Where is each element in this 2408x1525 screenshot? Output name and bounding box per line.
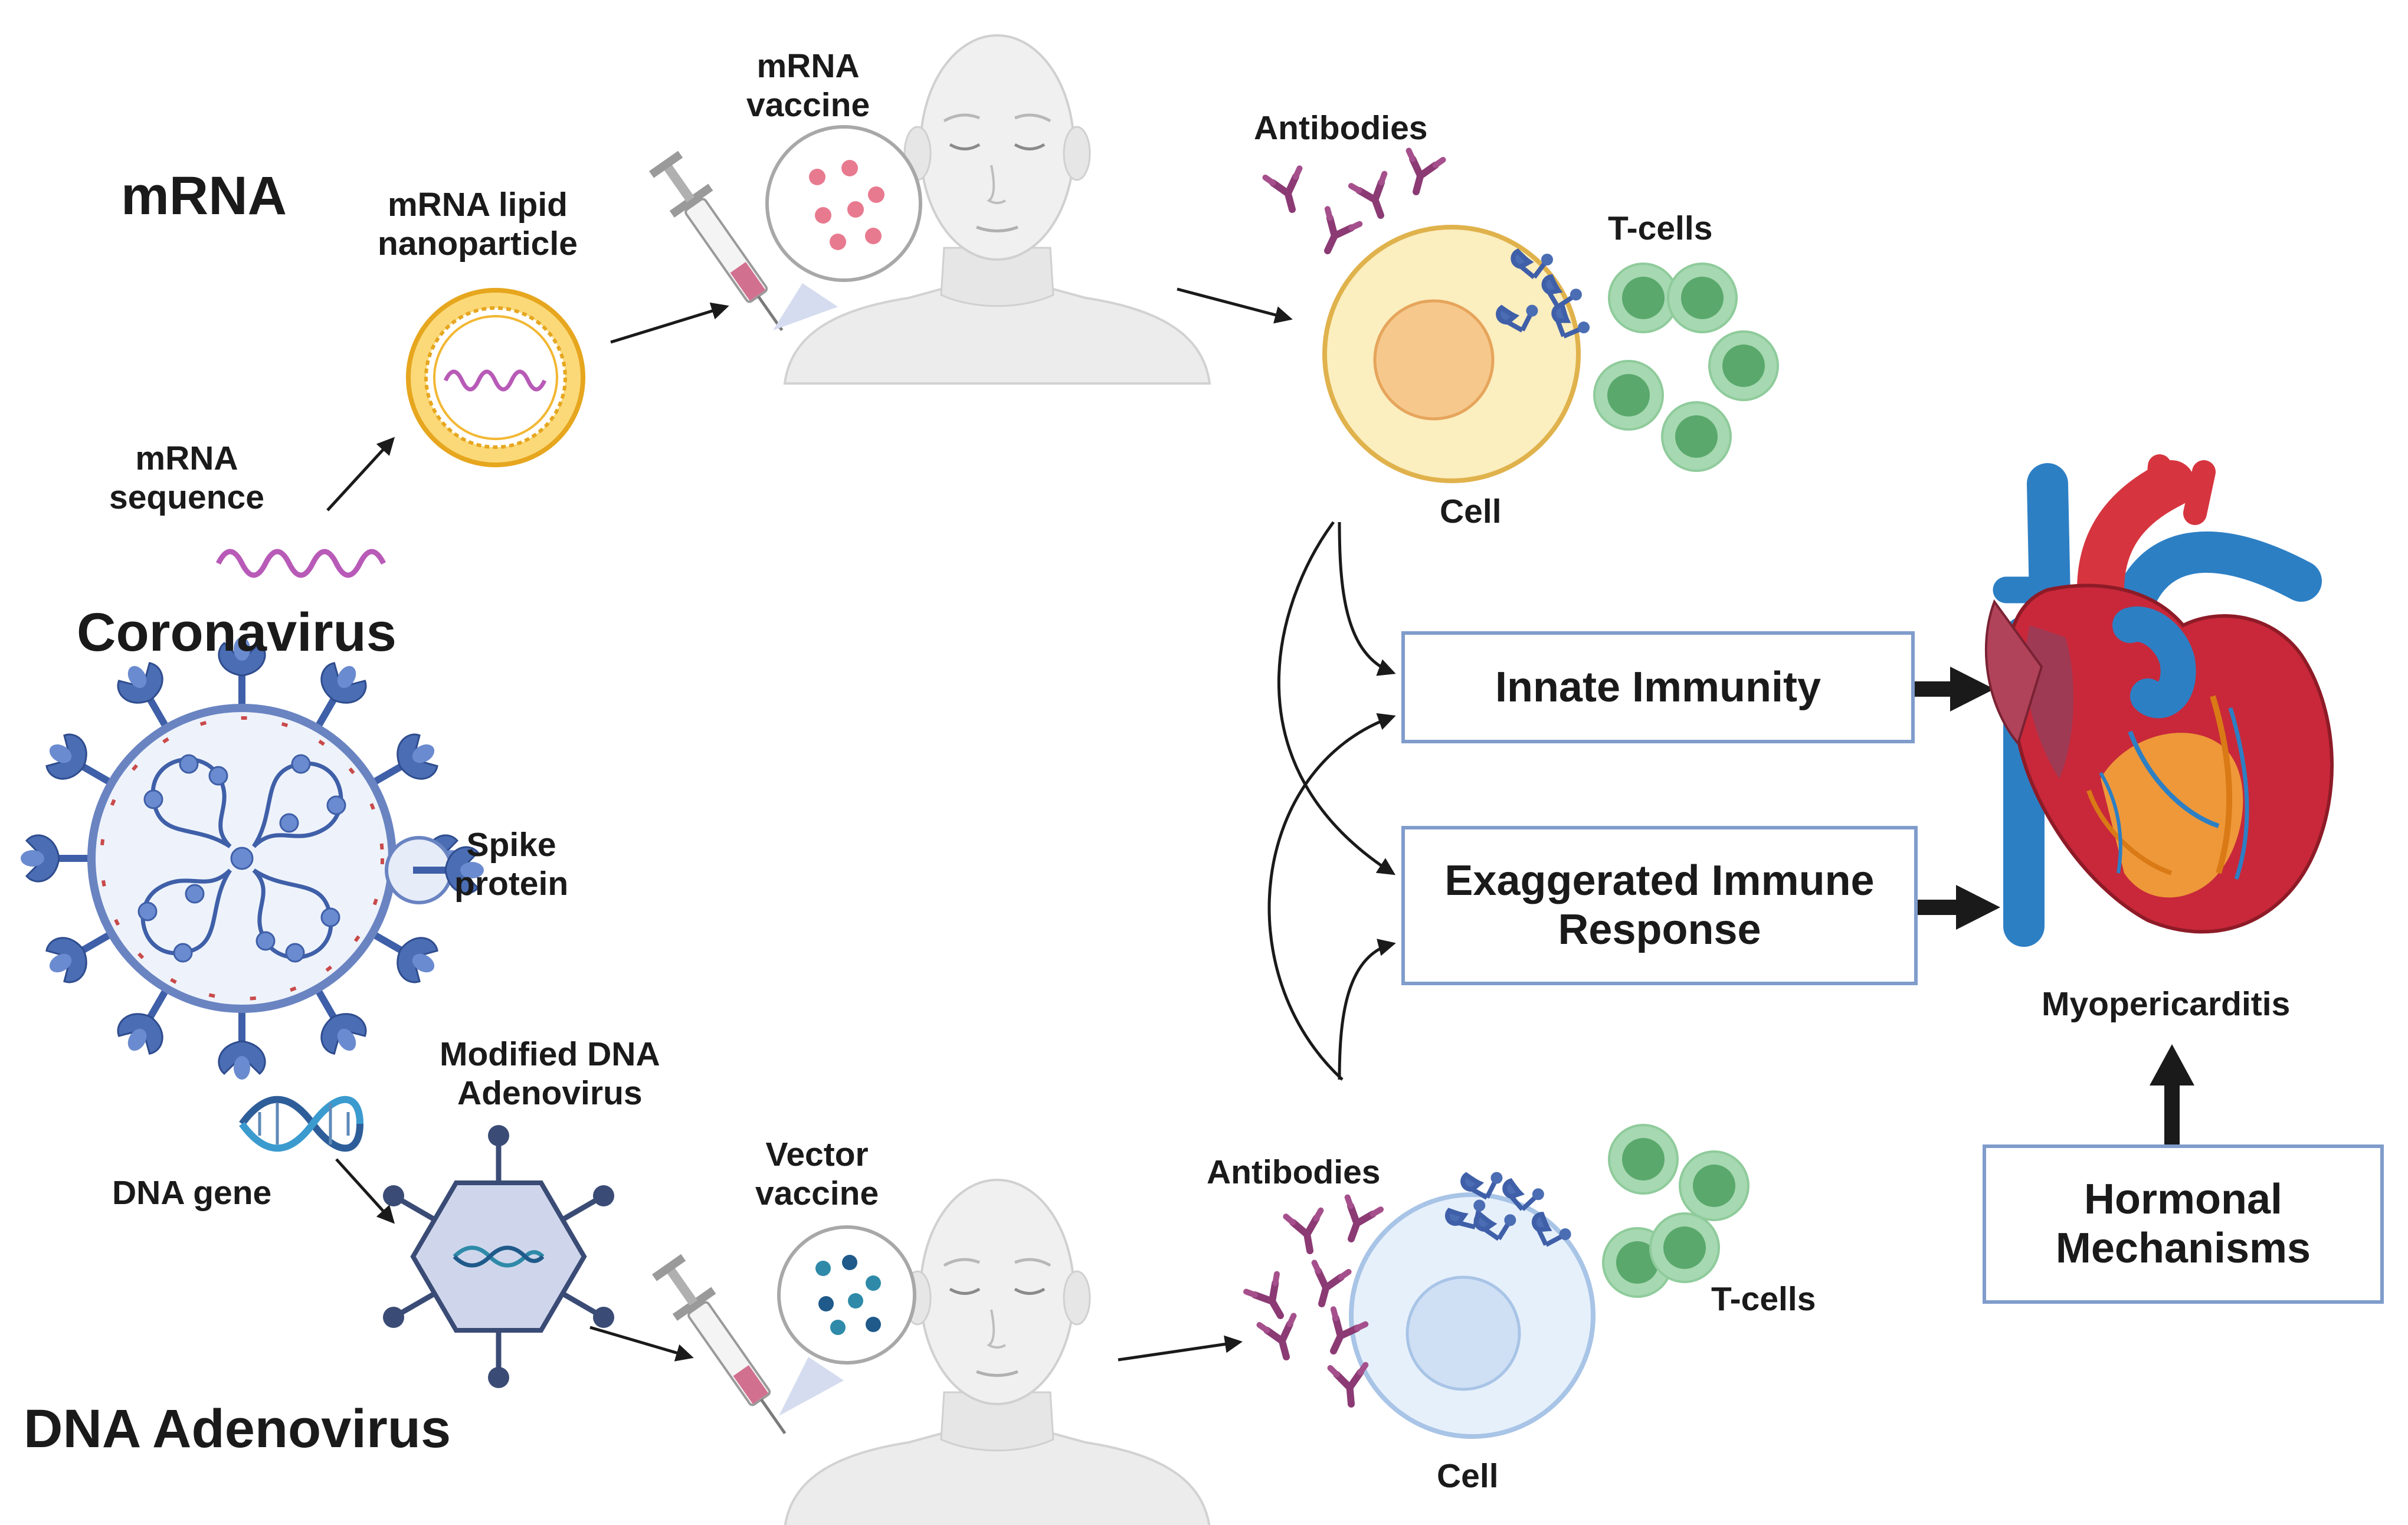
adenovirus-icon (383, 1125, 614, 1388)
tcells-bottom-label: T-cells (1711, 1280, 1816, 1318)
myopericarditis-label: Myopericarditis (2042, 985, 2291, 1023)
spike-protein-label: Spike protein (454, 826, 569, 903)
innate-immunity-box: Innate Immunity (1401, 631, 1915, 743)
hormonal-mechanisms-label: Hormonal Mechanisms (2055, 1176, 2311, 1272)
cell-bottom-label: Cell (1437, 1457, 1499, 1495)
tcells-bottom (1602, 1124, 1750, 1298)
modified-dna-label: Modified DNA Adenovirus (440, 1035, 660, 1112)
mrna-vaccine-bubble (765, 125, 922, 330)
tcells-top-label: T-cells (1608, 209, 1713, 247)
arrow-lipid-to-person (610, 302, 729, 344)
arrow-dna-to-adenovirus (335, 1158, 395, 1224)
cell-top-label: Cell (1440, 493, 1502, 530)
cell-bottom (1349, 1169, 1595, 1439)
exaggerated-immune-label: Exaggerated Immune Response (1444, 857, 1875, 953)
antibodies-top-label: Antibodies (1254, 109, 1428, 147)
mrna-lipid-label: mRNA lipid nanoparticle (378, 186, 578, 263)
lipid-nanoparticle (406, 288, 585, 467)
cell-top (1322, 225, 1593, 483)
arrow-adenovirus-to-person (589, 1326, 694, 1362)
dna-adenovirus-title: DNA Adenovirus (24, 1399, 451, 1459)
mrna-vaccine-label: mRNA vaccine (746, 47, 870, 124)
mrna-sequence-wave (215, 549, 386, 578)
heart-icon (1984, 454, 2334, 947)
arrow-person-to-cell-bottom (1118, 1335, 1243, 1362)
arrow-seq-to-lipid (326, 437, 395, 511)
antibodies-bottom-label: Antibodies (1207, 1153, 1381, 1191)
exaggerated-immune-box: Exaggerated Immune Response (1401, 826, 1918, 985)
dna-gene-label: DNA gene (112, 1174, 272, 1212)
vector-vaccine-label: Vector vaccine (755, 1136, 879, 1212)
mrna-title: mRNA (121, 166, 287, 226)
hormonal-mechanisms-box: Hormonal Mechanisms (1983, 1144, 2384, 1304)
innate-immunity-label: Innate Immunity (1495, 663, 1821, 711)
tcells-top (1593, 263, 1779, 472)
mrna-sequence-label: mRNA sequence (109, 440, 264, 516)
dna-helix-icon (239, 1096, 363, 1152)
vector-vaccine-bubble (777, 1225, 916, 1416)
immune-pathway-arrows (1267, 521, 1396, 1081)
coronavirus-title: Coronavirus (77, 602, 397, 663)
arrow-person-to-cell-top (1177, 287, 1293, 324)
